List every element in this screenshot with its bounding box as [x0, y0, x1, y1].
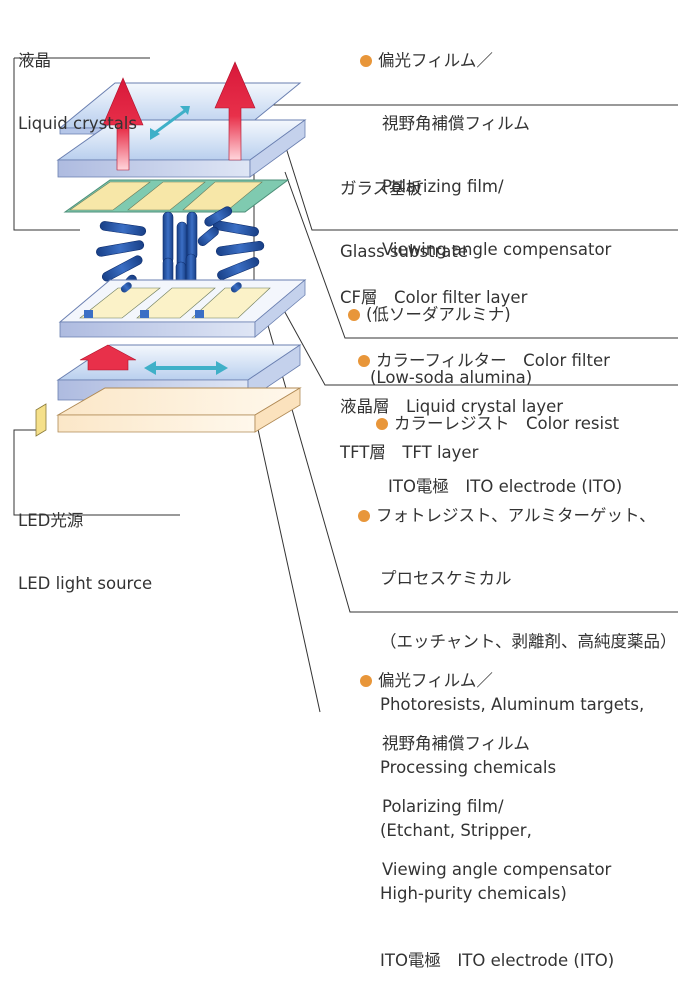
led-backlight — [35, 387, 302, 437]
glass-sub-en: (Low-soda alumina) — [370, 368, 533, 387]
color-filter-layer — [63, 179, 290, 213]
top-polarizer-line4: Viewing angle compensator — [382, 240, 612, 259]
tft-ito: ITO電極 ITO electrode (ITO) — [380, 951, 615, 970]
top-polarizer-line3: Polarizing film/ — [382, 177, 504, 196]
tft-line3: （エッチャント、剥離剤、高純度薬品） — [380, 632, 677, 651]
cf-title: CF層 Color filter layer — [340, 288, 528, 307]
glass-sub-jp: (低ソーダアルミナ) — [366, 305, 511, 324]
bottom-polarizer-line3: Polarizing film/ — [382, 797, 504, 816]
cf-item1: カラーフィルター Color filter — [376, 351, 610, 370]
tft-line4: Photoresists, Aluminum targets, — [380, 695, 645, 714]
glass-jp: ガラス基板 — [340, 179, 423, 198]
tft-layer — [58, 279, 307, 338]
bottom-polarizer-line2: 視野角補償フィルム — [382, 734, 530, 753]
bullet-icon — [360, 55, 372, 67]
cf-layer-label: CF層 Color filter layer カラーフィルター Color fi… — [340, 245, 622, 518]
light-arrows-top — [102, 61, 256, 171]
top-polarizer-label: 偏光フィルム／ 視野角補償フィルム Polarizing film/ Viewi… — [360, 8, 611, 281]
tft-line2: プロセスケミカル — [380, 569, 512, 588]
led-label: LED光源 LED light source — [18, 468, 152, 615]
bullet-icon — [376, 418, 388, 430]
top-polarizer-line2: 視野角補償フィルム — [382, 114, 530, 133]
bottom-polarizer-line1: 偏光フィルム／ — [378, 671, 493, 690]
liquid-crystals-label: 液晶 Liquid crystals — [18, 8, 137, 155]
tft-line1: フォトレジスト、アルミターゲット、 — [376, 506, 656, 525]
lcd-structure-diagram — [13, 57, 678, 713]
cf-item3: ITO電極 ITO electrode (ITO) — [388, 477, 623, 496]
lc-title: 液晶層 Liquid crystal layer — [340, 397, 564, 416]
bullet-icon — [358, 355, 370, 367]
bottom-polarizer-label: 偏光フィルム／ 視野角補償フィルム Polarizing film/ Viewi… — [360, 628, 611, 901]
led-en: LED light source — [18, 574, 153, 593]
led-jp: LED光源 — [18, 511, 84, 530]
bullet-icon — [358, 510, 370, 522]
bullet-icon — [348, 309, 360, 321]
glass-en: Glass substrate — [340, 242, 469, 261]
liquid-crystals-en: Liquid crystals — [18, 114, 137, 133]
glass-substrate-label: ガラス基板 Glass substrate (低ソーダアルミナ) (Low-so… — [340, 136, 532, 409]
cf-item2: カラーレジスト Color resist — [394, 414, 620, 433]
bottom-polarizer-line4: Viewing angle compensator — [382, 860, 612, 879]
tft-title: TFT層 TFT layer — [340, 443, 479, 462]
liquid-crystals-jp: 液晶 — [18, 51, 51, 70]
top-polarizer-line1: 偏光フィルム／ — [378, 51, 493, 70]
lc-layer-label: 液晶層 Liquid crystal layer — [340, 354, 563, 438]
bullet-icon — [360, 675, 372, 687]
